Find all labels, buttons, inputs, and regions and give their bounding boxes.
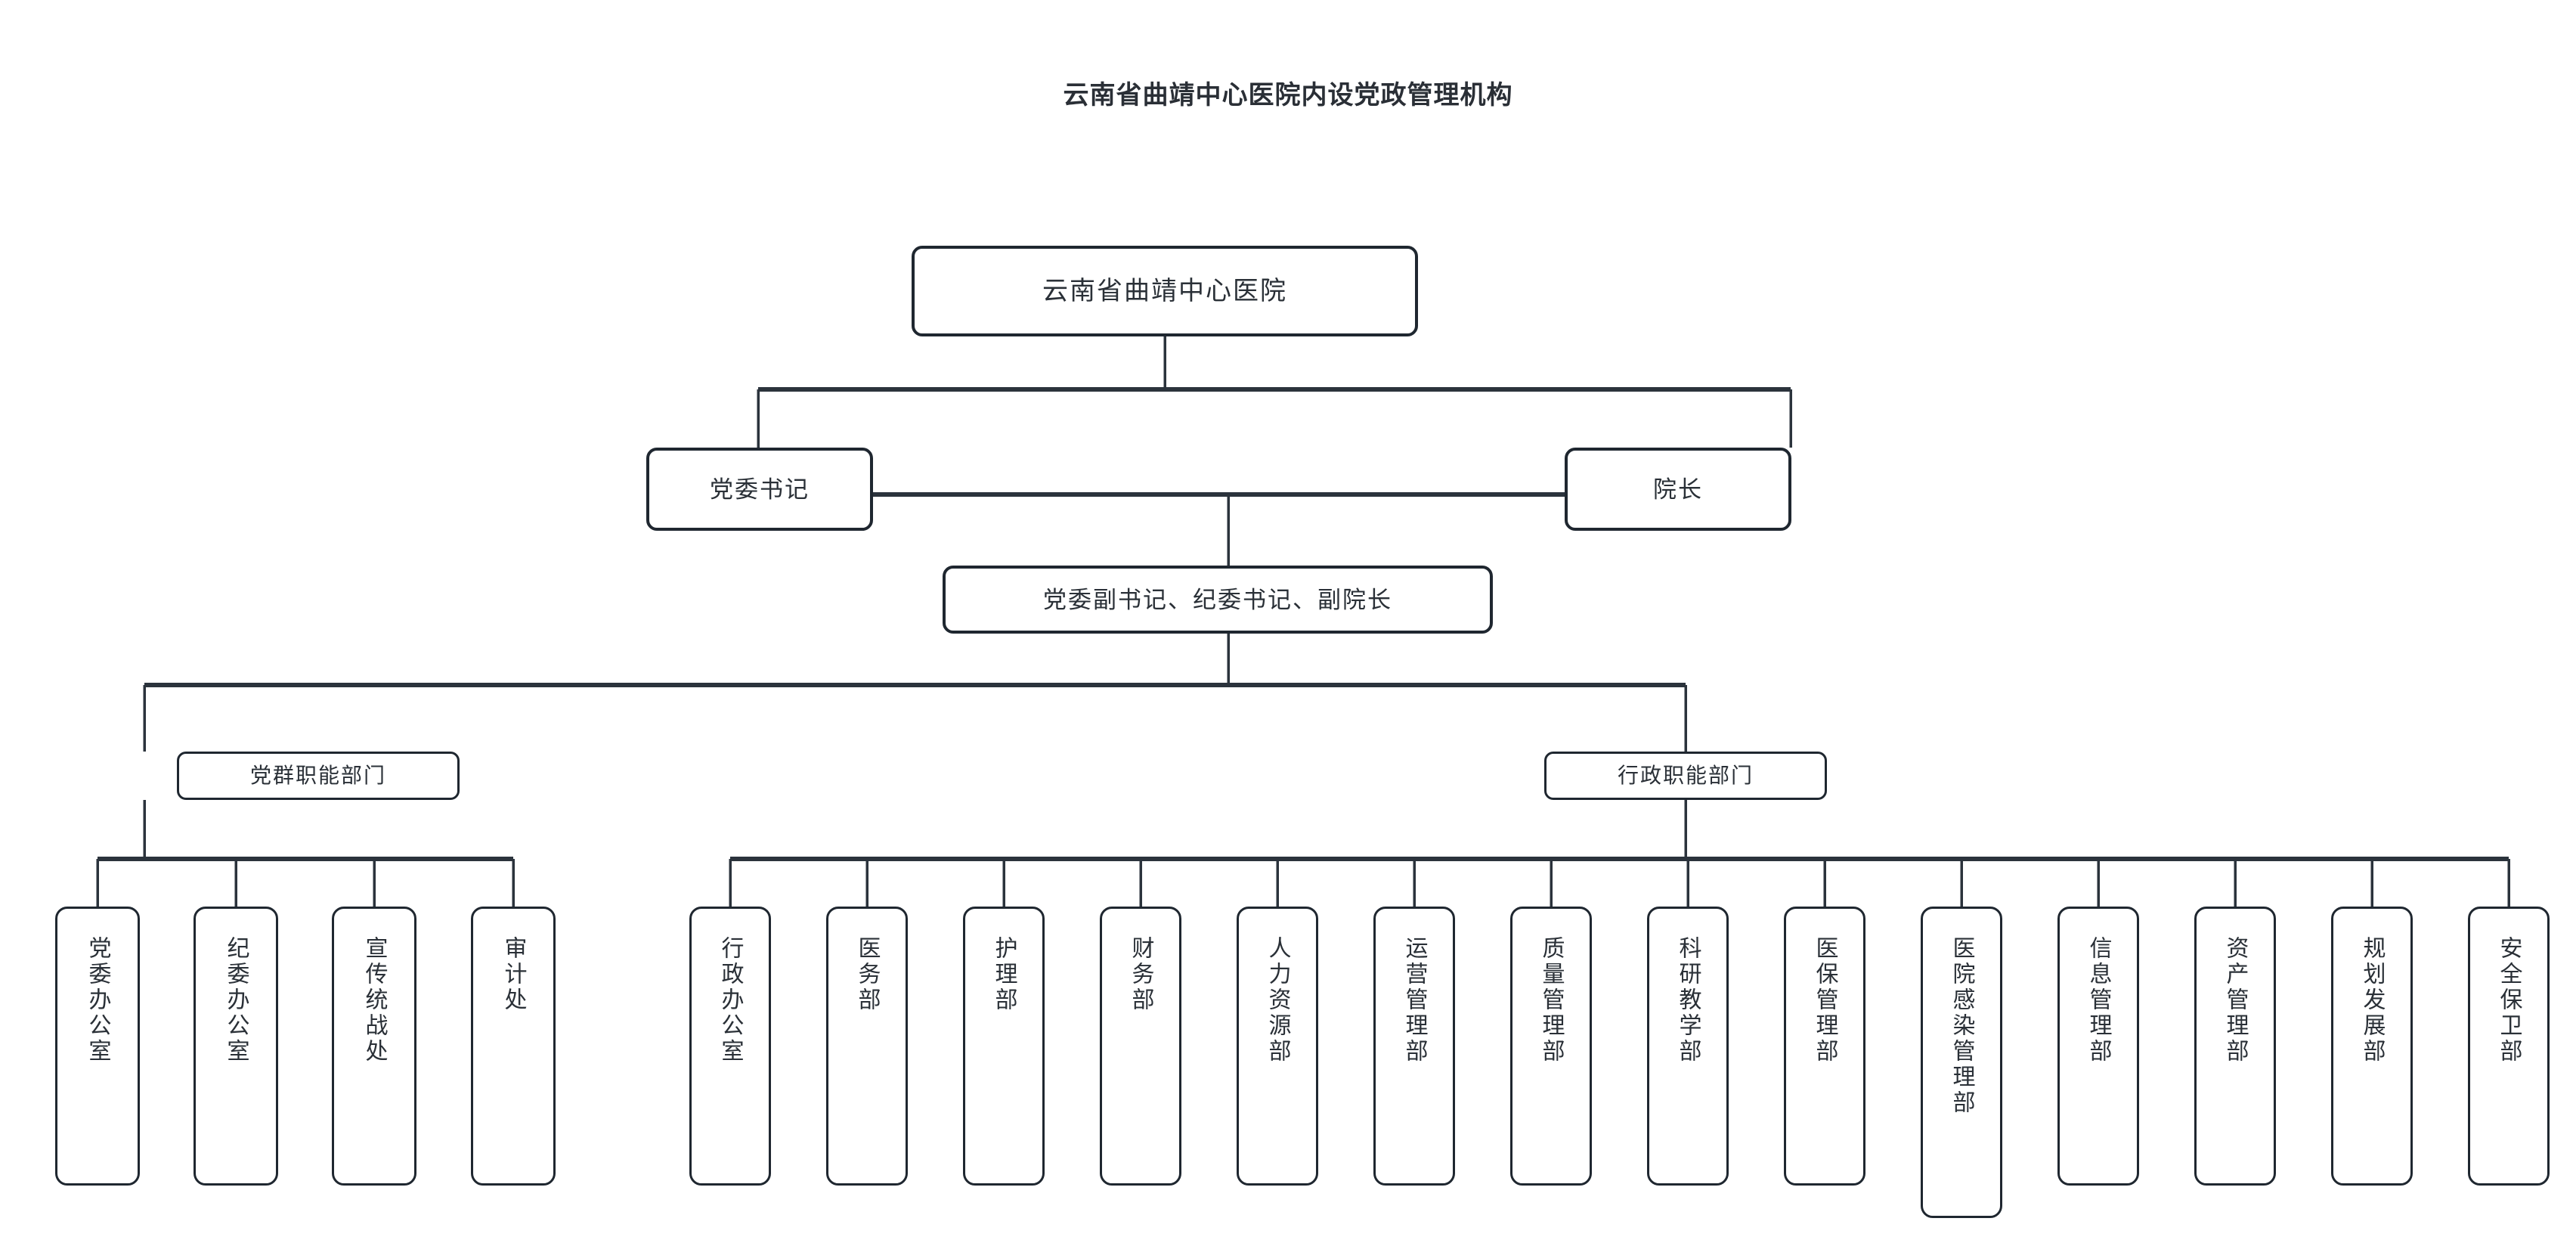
leaf-party-dept-3[interactable]: 审计处	[471, 907, 556, 1186]
leaf-admin-dept-9-label: 医院感染管理部	[1949, 936, 1974, 1116]
node-group-party[interactable]: 党群职能部门	[177, 752, 460, 800]
leaf-admin-dept-7[interactable]: 科研教学部	[1647, 907, 1729, 1186]
leaf-admin-dept-4[interactable]: 人力资源部	[1237, 907, 1318, 1186]
leaf-admin-dept-3-label: 财务部	[1128, 936, 1153, 1013]
node-president-label: 院长	[1653, 476, 1703, 503]
leaf-party-dept-2-label: 宣传统战处	[361, 936, 387, 1065]
leaf-admin-dept-8[interactable]: 医保管理部	[1784, 907, 1865, 1186]
leaf-admin-dept-12[interactable]: 规划发展部	[2331, 907, 2413, 1186]
leaf-admin-dept-0[interactable]: 行政办公室	[689, 907, 771, 1186]
leaf-party-dept-1[interactable]: 纪委办公室	[194, 907, 278, 1186]
leaf-admin-dept-1[interactable]: 医务部	[826, 907, 908, 1186]
node-deputy-secretary[interactable]: 党委副书记、纪委书记、副院长	[943, 566, 1493, 634]
leaf-admin-dept-2[interactable]: 护理部	[963, 907, 1045, 1186]
leaf-admin-dept-6[interactable]: 质量管理部	[1510, 907, 1592, 1186]
leaf-admin-dept-7-label: 科研教学部	[1675, 936, 1701, 1065]
leaf-admin-dept-5[interactable]: 运营管理部	[1373, 907, 1455, 1186]
leaf-party-dept-2[interactable]: 宣传统战处	[332, 907, 416, 1186]
leaf-admin-dept-11[interactable]: 资产管理部	[2194, 907, 2276, 1186]
leaf-admin-dept-8-label: 医保管理部	[1812, 936, 1838, 1065]
leaf-admin-dept-12-label: 规划发展部	[2359, 936, 2385, 1065]
leaf-party-dept-3-label: 审计处	[500, 936, 526, 1013]
leaf-admin-dept-4-label: 人力资源部	[1265, 936, 1290, 1065]
leaf-admin-dept-2-label: 护理部	[991, 936, 1017, 1013]
node-party-secretary[interactable]: 党委书记	[646, 448, 873, 531]
node-group-admin-label: 行政职能部门	[1617, 764, 1754, 787]
leaf-admin-dept-13-label: 安全保卫部	[2496, 936, 2522, 1065]
node-deputy-secretary-label: 党委副书记、纪委书记、副院长	[1043, 586, 1392, 613]
node-party-secretary-label: 党委书记	[710, 476, 810, 503]
leaf-admin-dept-10[interactable]: 信息管理部	[2057, 907, 2139, 1186]
leaf-admin-dept-6-label: 质量管理部	[1538, 936, 1564, 1065]
node-root-label: 云南省曲靖中心医院	[1042, 277, 1287, 305]
leaf-admin-dept-13[interactable]: 安全保卫部	[2468, 907, 2550, 1186]
leaf-admin-dept-3[interactable]: 财务部	[1100, 907, 1181, 1186]
node-group-party-label: 党群职能部门	[249, 764, 386, 787]
node-president[interactable]: 院长	[1565, 448, 1791, 531]
node-group-admin[interactable]: 行政职能部门	[1544, 752, 1827, 800]
leaf-admin-dept-1-label: 医务部	[854, 936, 880, 1013]
leaf-admin-dept-9[interactable]: 医院感染管理部	[1921, 907, 2002, 1218]
leaf-party-dept-0[interactable]: 党委办公室	[55, 907, 140, 1186]
node-root[interactable]: 云南省曲靖中心医院	[912, 246, 1418, 336]
page-title: 云南省曲靖中心医院内设党政管理机构	[1063, 81, 1513, 110]
leaf-admin-dept-11-label: 资产管理部	[2222, 936, 2248, 1065]
leaf-admin-dept-10-label: 信息管理部	[2085, 936, 2111, 1065]
leaf-admin-dept-0-label: 行政办公室	[717, 936, 743, 1065]
leaf-admin-dept-5-label: 运营管理部	[1401, 936, 1427, 1065]
leaf-party-dept-1-label: 纪委办公室	[223, 936, 249, 1065]
leaf-party-dept-0-label: 党委办公室	[85, 936, 110, 1065]
